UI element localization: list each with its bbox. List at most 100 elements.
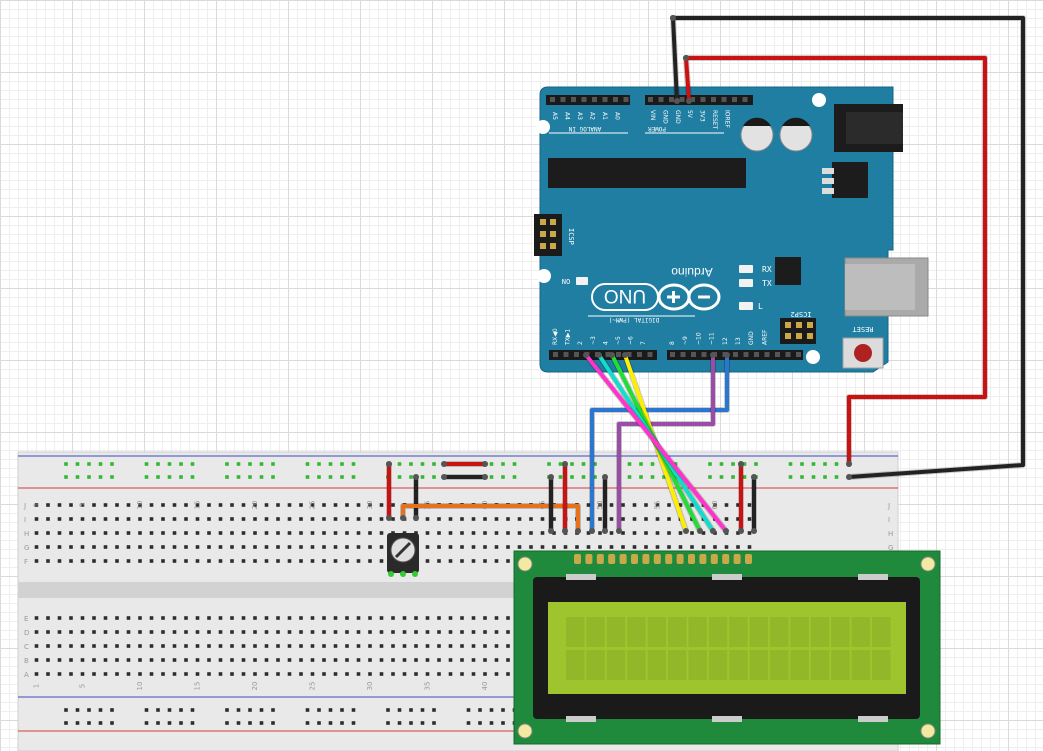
breadboard-hole[interactable] — [448, 630, 453, 634]
rail-hole[interactable] — [87, 708, 91, 712]
breadboard-hole[interactable] — [310, 616, 315, 620]
breadboard-hole[interactable] — [356, 672, 361, 676]
rail-hole[interactable] — [489, 462, 494, 466]
breadboard-hole[interactable] — [69, 517, 73, 521]
rail-hole[interactable] — [754, 462, 758, 466]
breadboard-hole[interactable] — [264, 644, 269, 648]
breadboard-hole[interactable] — [299, 672, 303, 676]
breadboard-hole[interactable] — [264, 531, 269, 535]
breadboard-hole[interactable] — [586, 545, 591, 549]
breadboard-hole[interactable] — [552, 531, 556, 535]
breadboard-hole[interactable] — [149, 630, 154, 634]
breadboard-hole[interactable] — [241, 616, 246, 620]
breadboard-hole[interactable] — [644, 517, 648, 521]
icsp-pin[interactable] — [550, 219, 556, 225]
rail-hole[interactable] — [328, 721, 333, 725]
breadboard-hole[interactable] — [506, 559, 510, 563]
rail-hole[interactable] — [593, 475, 597, 479]
breadboard-hole[interactable] — [724, 517, 729, 521]
breadboard-hole[interactable] — [345, 559, 349, 563]
rail-hole[interactable] — [340, 475, 344, 479]
breadboard-hole[interactable] — [437, 559, 441, 563]
breadboard-hole[interactable] — [529, 531, 533, 535]
lcd-pin[interactable] — [642, 554, 650, 564]
breadboard-hole[interactable] — [356, 630, 361, 634]
rail-hole[interactable] — [248, 475, 252, 479]
breadboard-hole[interactable] — [230, 559, 234, 563]
rail-hole[interactable] — [731, 475, 735, 479]
breadboard-hole[interactable] — [34, 658, 39, 662]
breadboard-hole[interactable] — [253, 630, 257, 634]
rail-hole[interactable] — [478, 708, 482, 712]
breadboard-hole[interactable] — [184, 503, 188, 507]
breadboard-hole[interactable] — [437, 644, 441, 648]
breadboard-hole[interactable] — [379, 644, 384, 648]
breadboard-hole[interactable] — [92, 517, 96, 521]
rail-hole[interactable] — [317, 475, 321, 479]
lcd-pin[interactable] — [699, 554, 707, 564]
header-pin[interactable] — [553, 352, 558, 357]
header-pin[interactable] — [571, 97, 576, 102]
rail-hole[interactable] — [225, 721, 229, 725]
rail-hole[interactable] — [489, 721, 494, 725]
breadboard-hole[interactable] — [80, 517, 85, 521]
breadboard-hole[interactable] — [253, 559, 257, 563]
breadboard-hole[interactable] — [460, 672, 464, 676]
breadboard-hole[interactable] — [609, 517, 614, 521]
breadboard-hole[interactable] — [69, 644, 73, 648]
header-pin[interactable] — [574, 352, 579, 357]
rail-hole[interactable] — [466, 721, 471, 725]
breadboard-hole[interactable] — [483, 630, 487, 634]
rail-hole[interactable] — [811, 475, 816, 479]
breadboard-hole[interactable] — [34, 517, 39, 521]
breadboard-hole[interactable] — [57, 531, 62, 535]
breadboard-hole[interactable] — [126, 503, 131, 507]
breadboard-hole[interactable] — [299, 644, 303, 648]
breadboard-hole[interactable] — [368, 630, 372, 634]
rail-hole[interactable] — [156, 475, 160, 479]
header-pin[interactable] — [690, 97, 695, 102]
breadboard-hole[interactable] — [34, 672, 39, 676]
breadboard-hole[interactable] — [138, 503, 142, 507]
header-pin[interactable] — [605, 352, 611, 357]
breadboard-hole[interactable] — [471, 672, 476, 676]
rail-hole[interactable] — [87, 721, 91, 725]
breadboard-hole[interactable] — [621, 517, 625, 521]
rail-hole[interactable] — [742, 475, 747, 479]
breadboard-hole[interactable] — [494, 616, 499, 620]
rail-hole[interactable] — [834, 475, 839, 479]
breadboard-hole[interactable] — [448, 545, 453, 549]
power-wire-drop[interactable] — [684, 56, 691, 103]
rail-hole[interactable] — [317, 462, 321, 466]
breadboard-hole[interactable] — [172, 644, 177, 648]
breadboard-hole[interactable] — [172, 517, 177, 521]
breadboard-hole[interactable] — [276, 517, 280, 521]
breadboard-hole[interactable] — [184, 559, 188, 563]
breadboard-hole[interactable] — [287, 559, 292, 563]
breadboard-hole[interactable] — [241, 658, 246, 662]
rail-hole[interactable] — [501, 721, 505, 725]
header-pin[interactable] — [648, 97, 653, 102]
rail-hole[interactable] — [788, 475, 793, 479]
breadboard-hole[interactable] — [299, 531, 303, 535]
breadboard-hole[interactable] — [494, 559, 499, 563]
breadboard-hole[interactable] — [598, 545, 602, 549]
breadboard-hole[interactable] — [230, 630, 234, 634]
breadboard-hole[interactable] — [207, 630, 211, 634]
breadboard-hole[interactable] — [299, 559, 303, 563]
breadboard-hole[interactable] — [460, 658, 464, 662]
breadboard-hole[interactable] — [172, 630, 177, 634]
rail-hole[interactable] — [64, 475, 68, 479]
breadboard-hole[interactable] — [34, 616, 39, 620]
rail-hole[interactable] — [731, 462, 735, 466]
rail-hole[interactable] — [489, 475, 494, 479]
rail-hole[interactable] — [87, 462, 91, 466]
breadboard-hole[interactable] — [322, 658, 326, 662]
header-pin[interactable] — [711, 97, 716, 102]
breadboard-hole[interactable] — [437, 517, 441, 521]
breadboard-hole[interactable] — [218, 545, 223, 549]
breadboard-hole[interactable] — [471, 658, 476, 662]
breadboard-hole[interactable] — [195, 658, 200, 662]
breadboard-hole[interactable] — [483, 672, 487, 676]
rail-hole[interactable] — [547, 462, 551, 466]
